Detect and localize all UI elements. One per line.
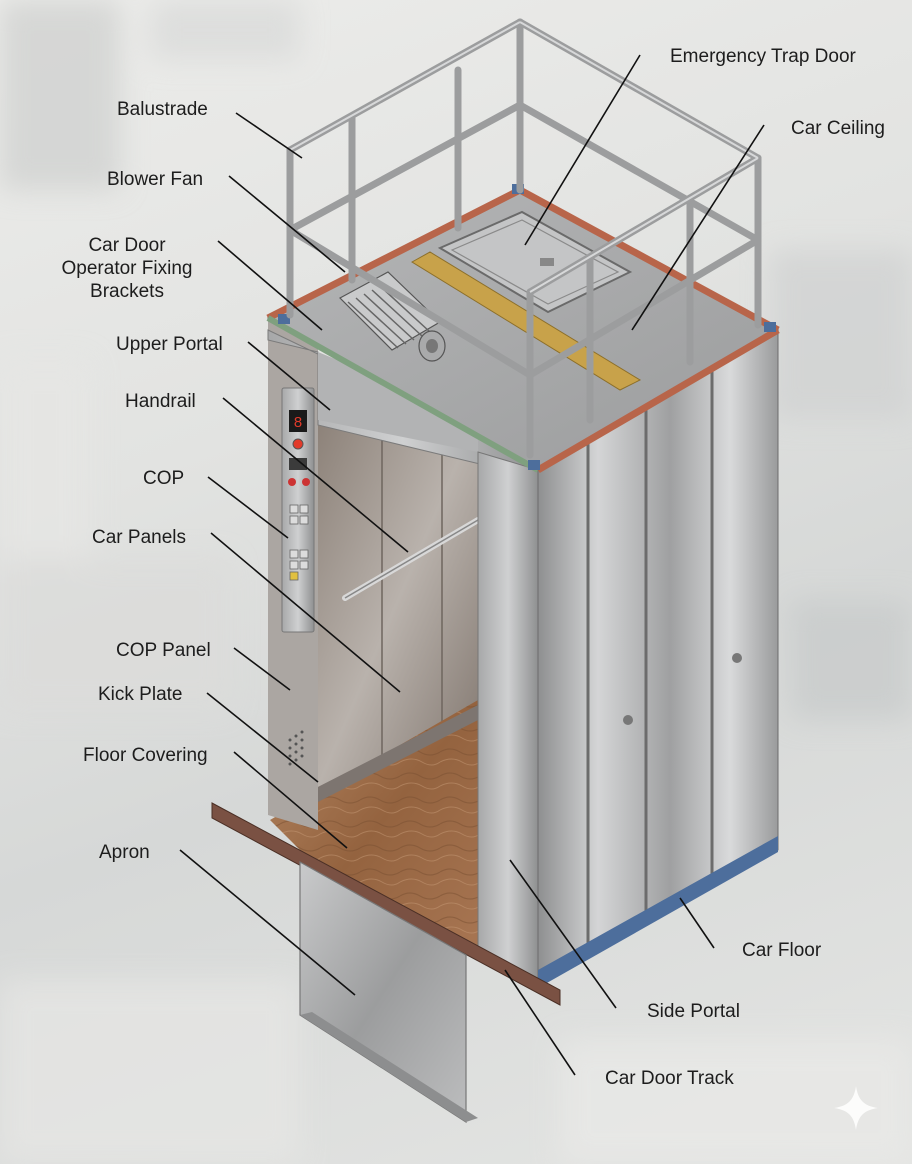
label-kick-plate: Kick Plate: [98, 684, 183, 705]
cop-buttons: [289, 504, 309, 581]
label-handrail: Handrail: [125, 391, 196, 412]
label-car-door-operator-line1: Car Door: [88, 235, 166, 256]
leader-lines: [179, 54, 765, 1076]
cop-speaker-grille: [288, 730, 304, 766]
car-door-track-rail: [211, 802, 561, 1006]
label-upper-portal: Upper Portal: [116, 334, 223, 355]
cop-display-floor: 8: [293, 415, 302, 432]
kick-plate-surface: [312, 705, 478, 805]
label-emergency-trap-door: Emergency Trap Door: [670, 46, 856, 67]
label-car-door-track: Car Door Track: [605, 1068, 734, 1089]
car-panel-seams: [586, 370, 714, 958]
label-blower-fan: Blower Fan: [107, 169, 204, 190]
label-car-door-operator-line3: Brackets: [90, 281, 164, 302]
label-cop: COP: [143, 468, 185, 489]
label-floor-covering: Floor Covering: [83, 745, 208, 766]
side-portal-panel: [477, 451, 539, 986]
label-balustrade: Balustrade: [117, 99, 208, 120]
label-side-portal: Side Portal: [647, 1001, 740, 1022]
label-car-door-operator-fixing-brackets: Car Door Operator Fixing Brackets: [52, 234, 202, 303]
label-car-ceiling: Car Ceiling: [791, 118, 885, 139]
blower-fan-unit: [339, 271, 446, 362]
label-cop-panel: COP Panel: [116, 640, 211, 661]
car-floor-base: [538, 836, 778, 988]
cop-display: [289, 410, 307, 432]
sparkle-icon: [834, 1086, 878, 1130]
label-car-floor: Car Floor: [742, 940, 822, 961]
emergency-trap-door-hatch: [437, 210, 633, 314]
label-car-door-operator-line2: Operator Fixing: [61, 258, 193, 279]
label-apron: Apron: [99, 842, 150, 863]
label-car-panels: Car Panels: [92, 527, 186, 548]
car-interior-back-wall: [312, 415, 478, 800]
